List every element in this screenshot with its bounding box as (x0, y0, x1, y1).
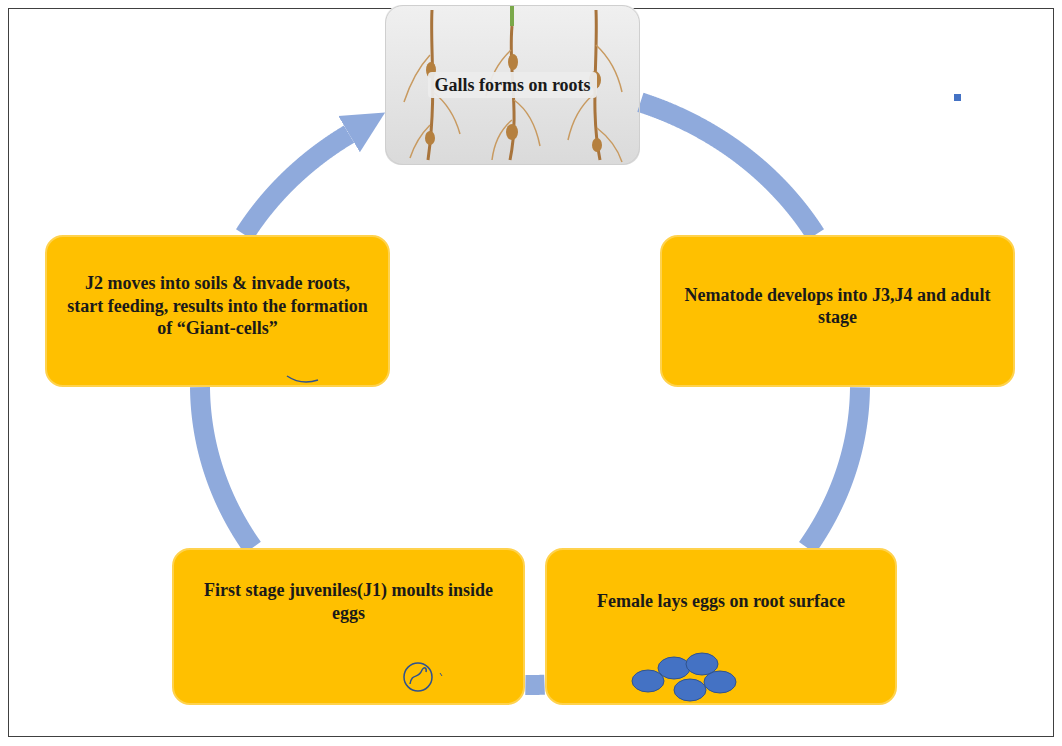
worm-squiggle (287, 376, 318, 382)
step-text: Female lays eggs on root surface (597, 590, 845, 613)
tick-mark (440, 673, 442, 676)
root-photo (385, 5, 640, 165)
root-branch (514, 100, 540, 146)
egg-icon (658, 657, 690, 679)
step-text: J2 moves into soils & invade roots, star… (67, 272, 368, 340)
egg-juvenile-icon (404, 663, 442, 691)
marker-square (954, 94, 961, 101)
step-text: Galls forms on roots (428, 72, 596, 99)
egg-cluster (632, 653, 736, 701)
cycle-arrow (200, 387, 253, 547)
egg-icon (674, 679, 706, 701)
stage-box: Female lays eggs on root surface (545, 548, 897, 705)
egg-icon (704, 671, 736, 693)
stage-box: Nematode develops into J3,J4 and adult s… (660, 235, 1015, 387)
plant-stem (510, 5, 514, 26)
text-stack: J2 moves into soils & invade roots, star… (67, 272, 368, 340)
root-branch (433, 92, 460, 134)
text-stack: Nematode develops into J3,J4 and adult s… (684, 284, 991, 329)
root-gall (506, 124, 518, 140)
egg-icon (632, 670, 664, 692)
photo-box: Galls forms on roots (385, 5, 640, 165)
egg-icon (686, 653, 718, 675)
root-gall (508, 54, 518, 70)
step-text: Nematode develops into J3,J4 and adult s… (684, 284, 991, 329)
root-branch (568, 95, 593, 140)
photo-ground (385, 5, 640, 165)
stage-box: First stage juveniles(J1) moults inside … (172, 548, 525, 705)
cycle-arrow (807, 387, 860, 547)
egg-outline (404, 663, 432, 691)
root-gall (425, 131, 435, 145)
cycle-arrow (640, 102, 815, 234)
step-text: First stage juveniles(J1) moults inside … (194, 579, 503, 624)
text-stack: Female lays eggs on root surface (597, 590, 845, 613)
juvenile-worm (410, 668, 426, 684)
cycle-arrow (244, 134, 349, 235)
root-branch (404, 55, 430, 102)
text-stack: Galls forms on roots (428, 72, 596, 99)
text-stack: First stage juveniles(J1) moults inside … (194, 579, 503, 624)
cycle-arrow (525, 675, 544, 695)
root-gall (592, 138, 602, 152)
stage-box: J2 moves into soils & invade roots, star… (45, 235, 390, 387)
